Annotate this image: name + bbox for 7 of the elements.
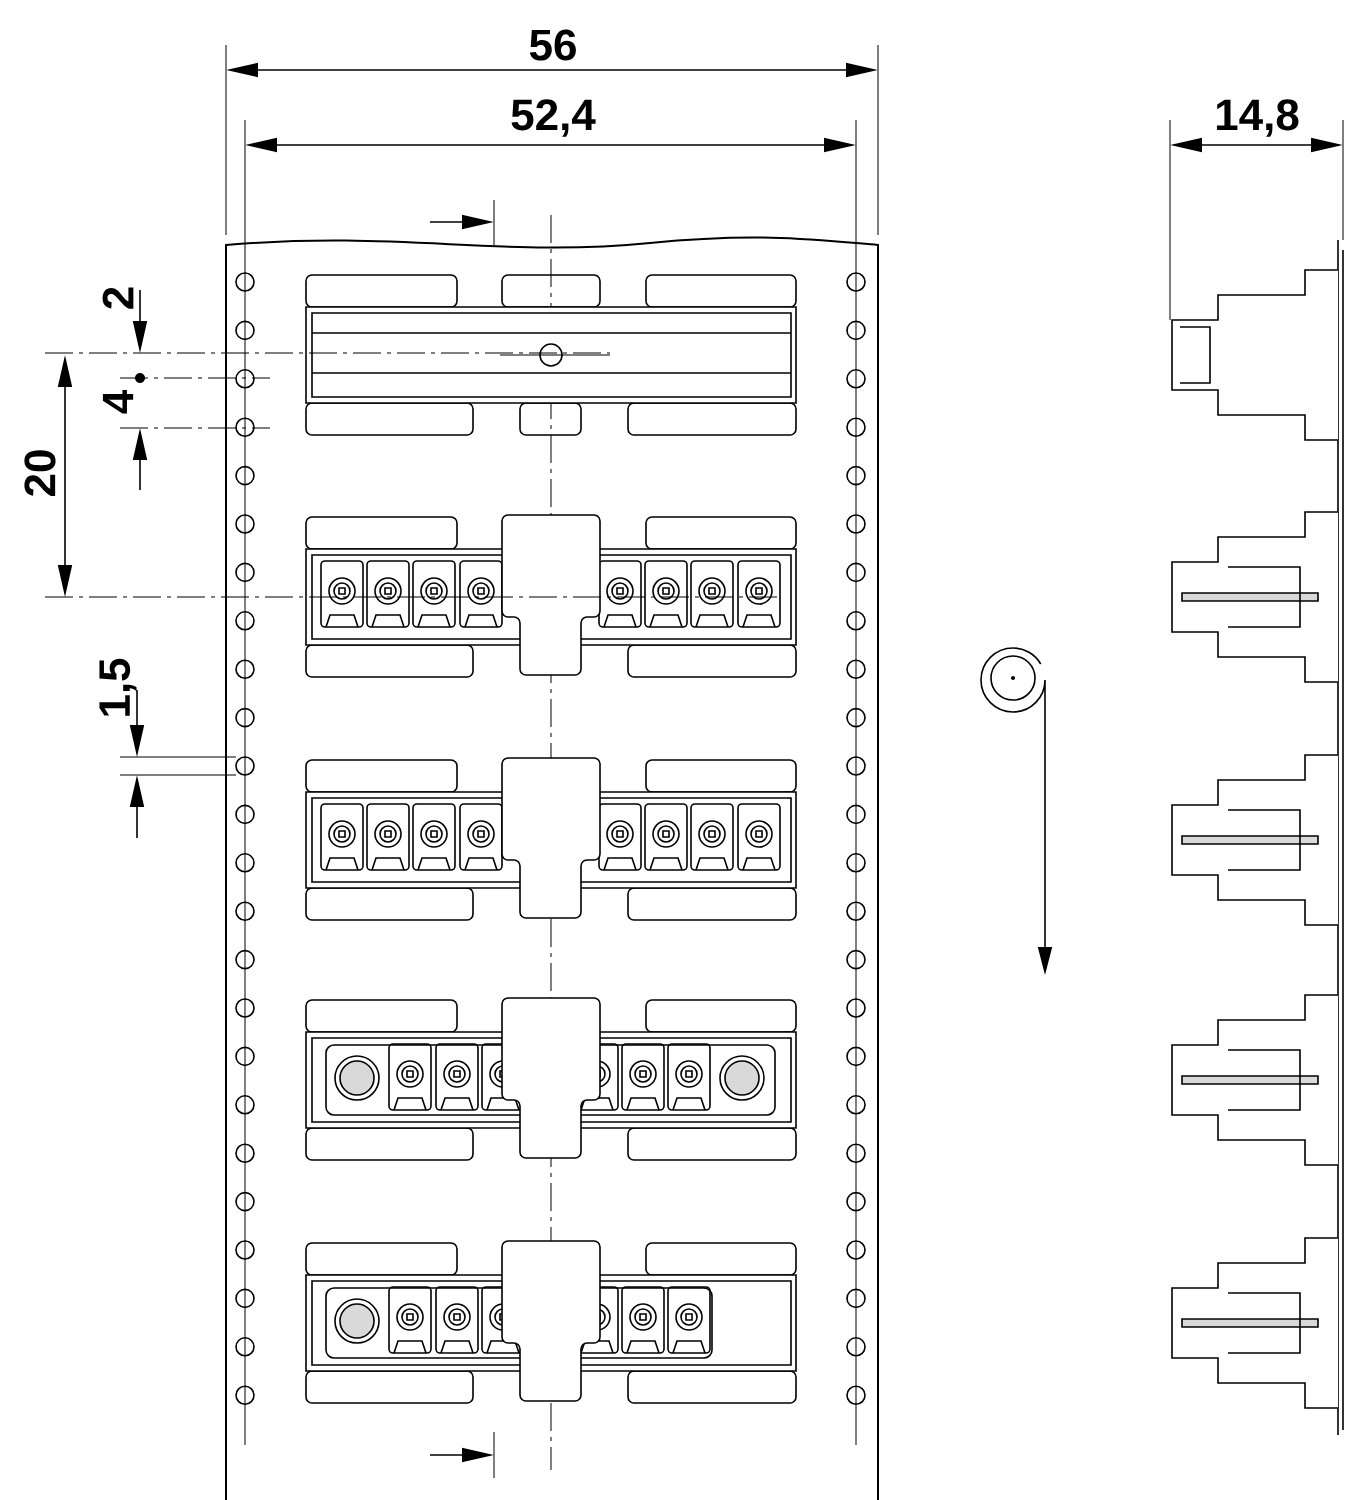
dimension-label: 52,4 <box>511 99 596 137</box>
dimension-label: 20 <box>24 450 56 496</box>
dimension-label: 4 <box>102 390 134 414</box>
dimension-label: 14,8 <box>1216 99 1299 137</box>
dimension-label: 2 <box>102 287 134 309</box>
dimension-label: 1,5 <box>99 658 137 716</box>
dimension-label: 56 <box>529 29 576 61</box>
